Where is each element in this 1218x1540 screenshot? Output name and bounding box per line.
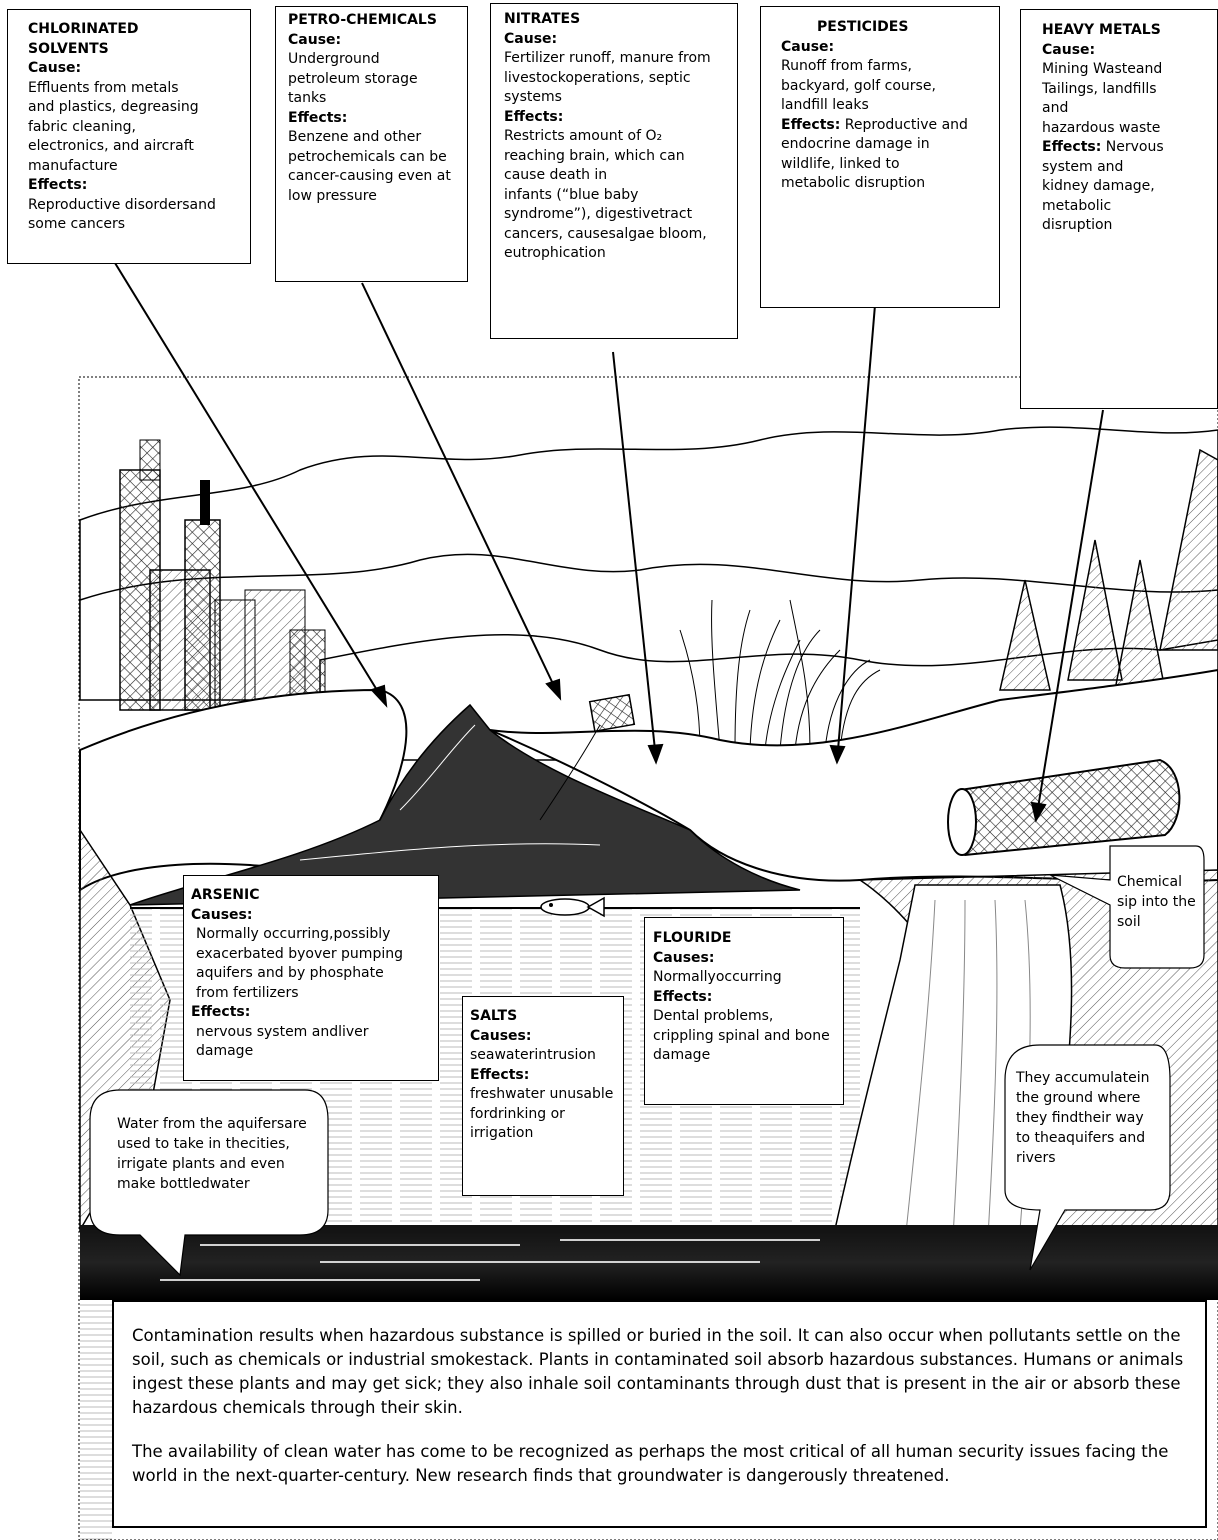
- effects-text: Benzene and other petrochemicals can be …: [288, 129, 451, 204]
- box-flouride: FLOURIDE Causes: Normallyoccurring Effec…: [644, 917, 844, 1105]
- cause-label: Cause:: [28, 60, 82, 76]
- box-heavy-metals: HEAVY METALS Cause: Mining Wasteand Tail…: [1020, 9, 1218, 409]
- cause-text: Runoff from farms, backyard, golf course…: [781, 58, 936, 113]
- cause-text: Normally occurring,possibly exacerbated …: [196, 926, 403, 1001]
- bubble-aquifer-use: [89, 1089, 329, 1277]
- effects-text: Restricts amount of O₂ reaching brain, w…: [504, 128, 707, 261]
- effects-label: Effects:: [28, 177, 88, 193]
- box-petro-chemicals: PETRO-CHEMICALS Cause: Underground petro…: [275, 6, 468, 282]
- summary-box: Contamination results when hazardous sub…: [112, 1300, 1207, 1528]
- box-nitrates: NITRATES Cause: Fertilizer runoff, manur…: [490, 3, 738, 339]
- cause-text: Normallyoccurring: [653, 969, 782, 985]
- box-pesticides: PESTICIDES Cause: Runoff from farms, bac…: [760, 6, 1000, 308]
- cause-text: seawaterintrusion: [470, 1047, 596, 1063]
- effects-label: Effects:: [504, 108, 564, 125]
- heading: SALTS: [470, 1008, 518, 1024]
- cause-label: Causes:: [191, 906, 253, 923]
- cause-label: Causes:: [470, 1027, 532, 1044]
- effects-text: Dental problems, crippling spinal and bo…: [653, 1008, 830, 1063]
- cause-text: Effluents from metals and plastics, degr…: [28, 79, 199, 174]
- scene-frame: [78, 376, 1218, 1540]
- effects-text: Nervous system and kidney damage, metabo…: [1042, 139, 1164, 233]
- waste-barrel: [947, 758, 1181, 857]
- summary-paragraph-2: The availability of clean water has come…: [132, 1442, 1169, 1485]
- cause-label: Cause:: [781, 38, 835, 55]
- cause-text: Mining Wasteand Tailings, landfills and …: [1042, 61, 1163, 136]
- callout-soil: Chemical sip into the soil: [1117, 874, 1196, 930]
- effects-text: Reproductive disordersand some cancers: [28, 196, 216, 233]
- summary-paragraph-1: Contamination results when hazardous sub…: [132, 1326, 1184, 1417]
- effects-label: Effects:: [1042, 139, 1102, 155]
- effects-label: Effects:: [781, 116, 841, 133]
- heading: HEAVY METALS: [1042, 22, 1161, 38]
- box-salts: SALTS Causes: seawaterintrusion Effects:…: [462, 996, 624, 1196]
- heading: PESTICIDES: [817, 19, 909, 35]
- canister-leak: [539, 724, 601, 821]
- heading: NITRATES: [504, 11, 581, 27]
- effects-text: Reproductive and endocrine damage in wil…: [781, 116, 968, 192]
- fuel-canister: [588, 693, 636, 733]
- reeds: [679, 599, 881, 751]
- heading: FLOURIDE: [653, 930, 732, 946]
- heading: CHLORINATED SOLVENTS: [28, 21, 139, 57]
- callout-aquifers-rivers: They accumulatein the ground where they …: [1016, 1070, 1150, 1166]
- fish: [540, 896, 605, 918]
- cause-text: Underground petroleum storage tanks: [288, 51, 418, 106]
- effects-text: nervous system andliver damage: [196, 1023, 369, 1060]
- effects-text: freshwater unusable fordrinking or irrig…: [470, 1086, 614, 1141]
- cause-label: Cause:: [504, 30, 558, 47]
- cause-label: Cause:: [1042, 41, 1096, 58]
- effects-label: Effects:: [470, 1066, 530, 1083]
- effects-label: Effects:: [653, 988, 713, 1005]
- effects-label: Effects:: [288, 109, 348, 126]
- heading: ARSENIC: [191, 887, 260, 903]
- box-chlorinated-solvents: CHLORINATED SOLVENTS Cause: Effluents fr…: [7, 9, 251, 264]
- cause-text: Fertilizer runoff, manure from livestock…: [504, 50, 711, 105]
- pine-trees: [999, 448, 1218, 691]
- connector-arrows: [114, 262, 1104, 823]
- effects-label: Effects:: [191, 1004, 251, 1020]
- box-arsenic: ARSENIC Causes: Normally occurring,possi…: [183, 875, 439, 1081]
- cause-label: Cause:: [288, 31, 342, 48]
- bubble-soil: [1049, 845, 1205, 969]
- callout-aquifer-use: Water from the aquifersare used to take …: [117, 1116, 307, 1192]
- heading: PETRO-CHEMICALS: [288, 12, 437, 28]
- city-buildings: [119, 439, 326, 711]
- bubble-aquifers: [1004, 1044, 1171, 1271]
- cause-label: Causes:: [653, 949, 715, 966]
